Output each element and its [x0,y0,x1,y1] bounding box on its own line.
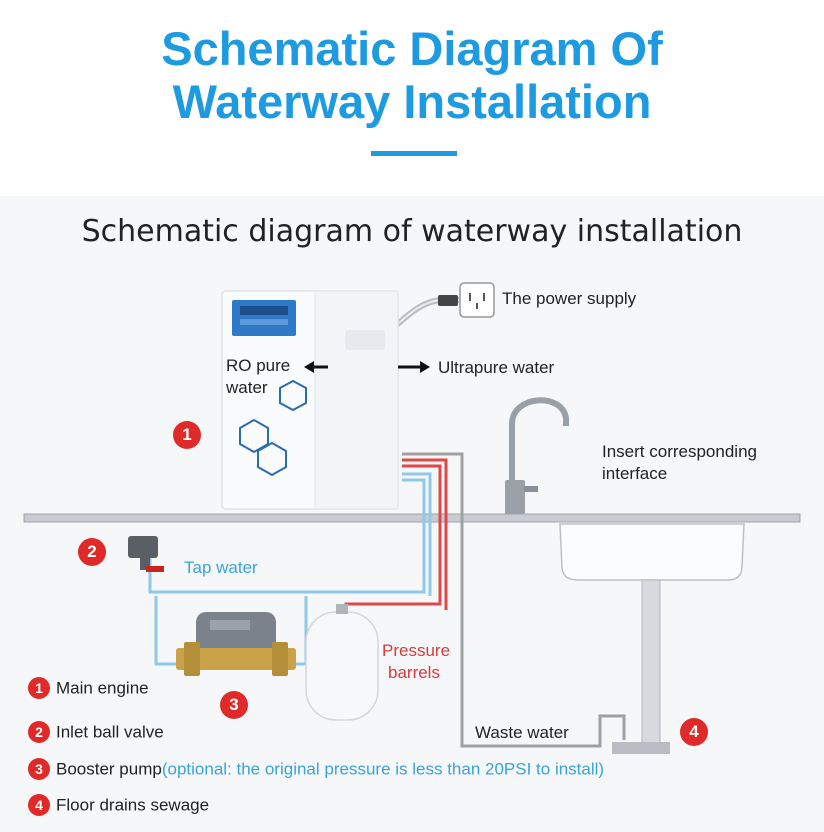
label-insert-interface-line1: Insert corresponding [602,442,757,461]
label-waste-water: Waste water [475,723,569,742]
label-ultrapure-water: Ultrapure water [438,358,555,377]
main-title-line2: Waterway Installation [172,75,652,128]
legend-text: Floor drains sewage [56,795,210,815]
legend-text: Inlet ball valve [56,722,164,742]
control-display [232,300,296,336]
waste-water-pipe [402,452,626,748]
inlet-ball-valve [128,536,164,572]
main-title: Schematic Diagram Of Waterway Installati… [0,22,824,128]
sink [559,523,745,581]
legend-item: 1 Main engine [28,677,149,700]
legend-marker: 4 [28,794,50,816]
label-ro-pure-water-line2: water [226,378,268,397]
label-insert-interface-line2: interface [602,464,668,483]
label-insert-interface: Insert corresponding interface [602,441,757,485]
drain-pipe [641,579,661,745]
countertop [23,513,801,523]
label-pressure-barrels-line2: barrels [388,663,440,682]
legend-marker: 1 [28,677,50,699]
legend-text: Main engine [56,678,149,698]
label-pressure-barrels: Pressure barrels [382,640,450,684]
legend-marker: 2 [28,721,50,743]
legend-marker: 3 [28,758,50,780]
hexagon-deco [279,379,307,412]
floor-drain [612,742,670,754]
power-socket-icon [459,282,495,318]
faucet [505,397,569,514]
main-engine-unit [221,290,399,510]
label-power-supply: The power supply [502,289,637,308]
marker-3-booster-pump: 3 [220,691,248,719]
label-ro-pure-water-line1: RO pure [226,356,291,375]
diagram-subtitle: Schematic diagram of waterway installati… [81,214,743,249]
label-tap-water: Tap water [184,558,258,577]
power-plug [438,295,458,306]
marker-2-inlet-valve: 2 [78,538,106,566]
label-ro-pure-water: RO pure water [226,355,290,399]
marker-4-floor-drain: 4 [680,718,708,746]
booster-pump [176,612,296,676]
title-underline [371,151,457,156]
marker-1-main-engine: 1 [173,421,201,449]
legend-item: 2 Inlet ball valve [28,721,164,744]
label-pressure-barrels-line1: Pressure [382,641,451,660]
legend-item: 3 Booster pump(optional: the original pre… [28,758,605,781]
pressure-barrel [305,604,379,721]
main-title-line1: Schematic Diagram Of [161,22,663,75]
legend-note: (optional: the original pressure is less… [161,759,605,779]
legend-text: Booster pump [56,759,162,779]
legend-item: 4 Floor drains sewage [28,794,210,817]
